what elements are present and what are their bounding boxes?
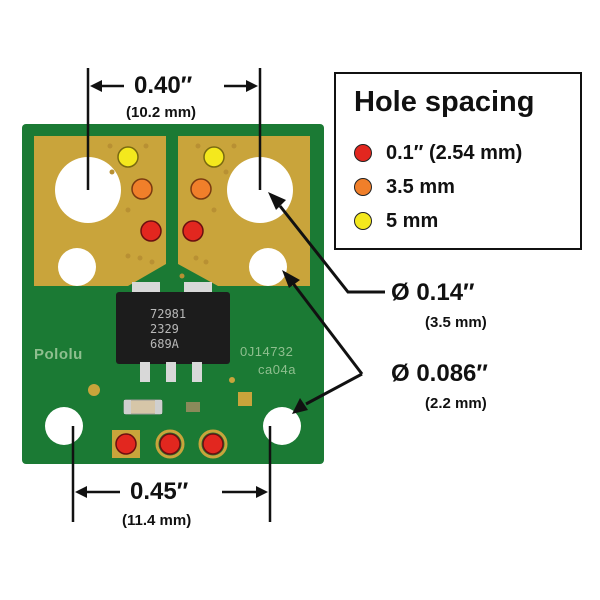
legend-item-red: 0.1″ (2.54 mm)	[354, 140, 522, 166]
brand-silkscreen: Pololu	[34, 346, 83, 363]
large-hole-mm-label: (3.5 mm)	[425, 314, 487, 331]
chip-marking-line-1: 72981	[150, 307, 187, 321]
legend-item-orange: 3.5 mm	[354, 174, 455, 200]
red-hole-right	[182, 220, 204, 242]
corner-hole-left	[45, 407, 83, 445]
header-pin-1	[115, 433, 137, 455]
revision-silkscreen: ca04a	[258, 362, 296, 377]
top-width-mm-label: (10.2 mm)	[126, 104, 197, 121]
legend-item-yellow: 5 mm	[354, 208, 438, 234]
legend-item-label: 5 mm	[386, 209, 439, 232]
yellow-hole-left	[117, 146, 139, 168]
small-hole-right	[249, 248, 287, 286]
top-width-dimension	[86, 68, 262, 190]
header-pin-2	[159, 433, 181, 455]
top-width-label: 0.40″	[134, 72, 193, 99]
yellow-hole-right	[203, 146, 225, 168]
small-hole-mm-label: (2.2 mm)	[425, 395, 487, 412]
small-hole-left	[58, 248, 96, 286]
large-hole-label: Ø 0.14″	[391, 279, 475, 306]
bottom-width-mm-label: (11.4 mm)	[122, 512, 192, 529]
legend-item-label: 0.1″ (2.54 mm)	[386, 141, 523, 164]
orange-hole-right	[190, 178, 212, 200]
ic-chip	[116, 292, 230, 364]
red-hole-left	[140, 220, 162, 242]
part-code-silkscreen: 0J14732	[240, 344, 294, 359]
legend-item-label: 3.5 mm	[386, 175, 455, 198]
red-dot-icon	[354, 144, 372, 162]
small-hole-leaders	[282, 270, 364, 414]
small-hole-label: Ø 0.086″	[391, 360, 488, 387]
orange-hole-left	[131, 178, 153, 200]
corner-hole-right	[263, 407, 301, 445]
header-pin-3	[202, 433, 224, 455]
bottom-width-label: 0.45″	[130, 478, 189, 505]
orange-dot-icon	[354, 178, 372, 196]
chip-marking-line-2: 2329	[150, 322, 179, 336]
hole-spacing-legend: Hole spacing 0.1″ (2.54 mm) 3.5 mm 5 mm	[334, 72, 582, 250]
large-hole-leader	[268, 192, 385, 294]
bottom-width-dimension	[71, 426, 272, 522]
legend-title: Hole spacing	[354, 86, 535, 118]
yellow-dot-icon	[354, 212, 372, 230]
chip-marking-line-3: 689A	[150, 337, 179, 351]
